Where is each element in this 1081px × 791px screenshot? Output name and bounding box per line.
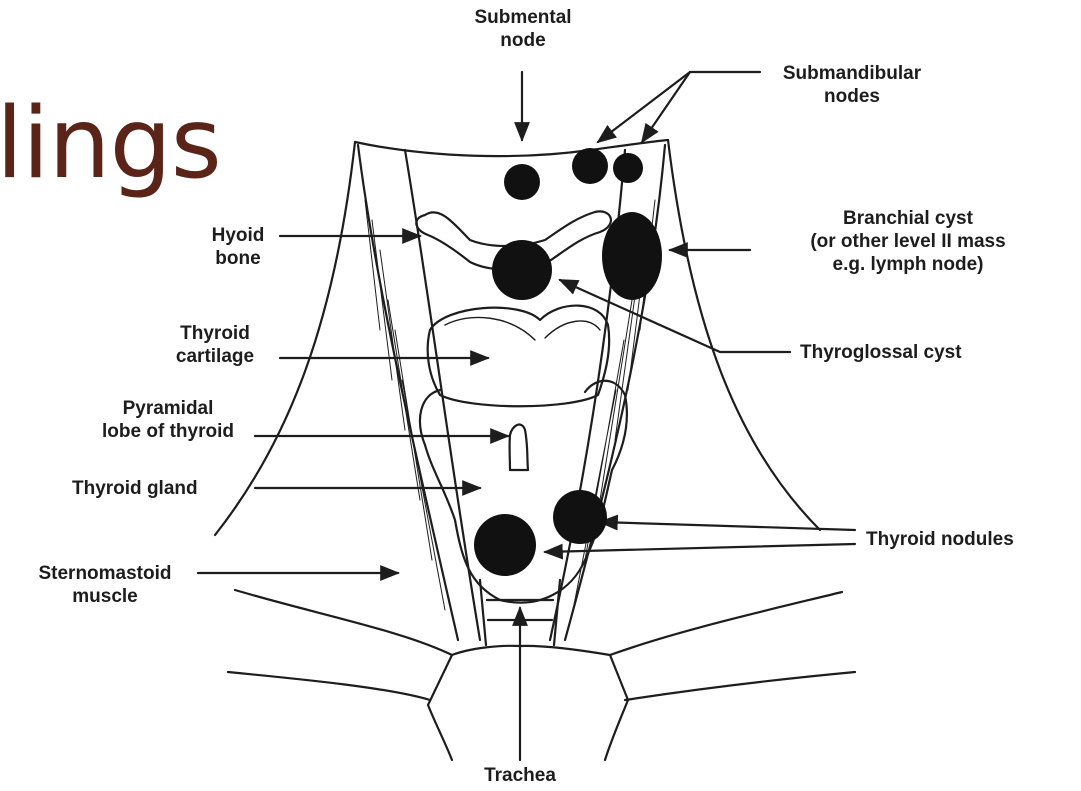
neck-outline-right [668, 140, 820, 530]
manubrium [428, 646, 628, 760]
submandibular-node-dot-2 [613, 153, 643, 183]
submental-node-dot [504, 164, 540, 200]
label-thyroglossal-cyst: Thyroglossal cyst [800, 341, 962, 364]
right-clavicle [610, 592, 855, 700]
pyramidal-lobe-shape [510, 425, 528, 470]
thyroglossal-leader [560, 280, 790, 352]
label-trachea: Trachea [460, 764, 580, 787]
label-thyroid-nodules: Thyroid nodules [866, 528, 1014, 551]
thyroglossal-cyst-dot [492, 240, 552, 300]
thyroid-nodule-dot-2 [474, 514, 536, 576]
thyroid-nodule-dot-1 [553, 490, 607, 544]
label-thyroid-gland: Thyroid gland [72, 477, 198, 500]
submandibular-node-dot-1 [572, 148, 608, 184]
slide-title: lings [0, 95, 221, 193]
branchial-cyst-mass [602, 212, 662, 300]
left-clavicle [228, 590, 452, 700]
submandibular-leader-1 [598, 72, 690, 142]
submandibular-leader-2 [642, 72, 690, 142]
left-sternomastoid [358, 145, 480, 640]
chin-contour [355, 140, 668, 156]
